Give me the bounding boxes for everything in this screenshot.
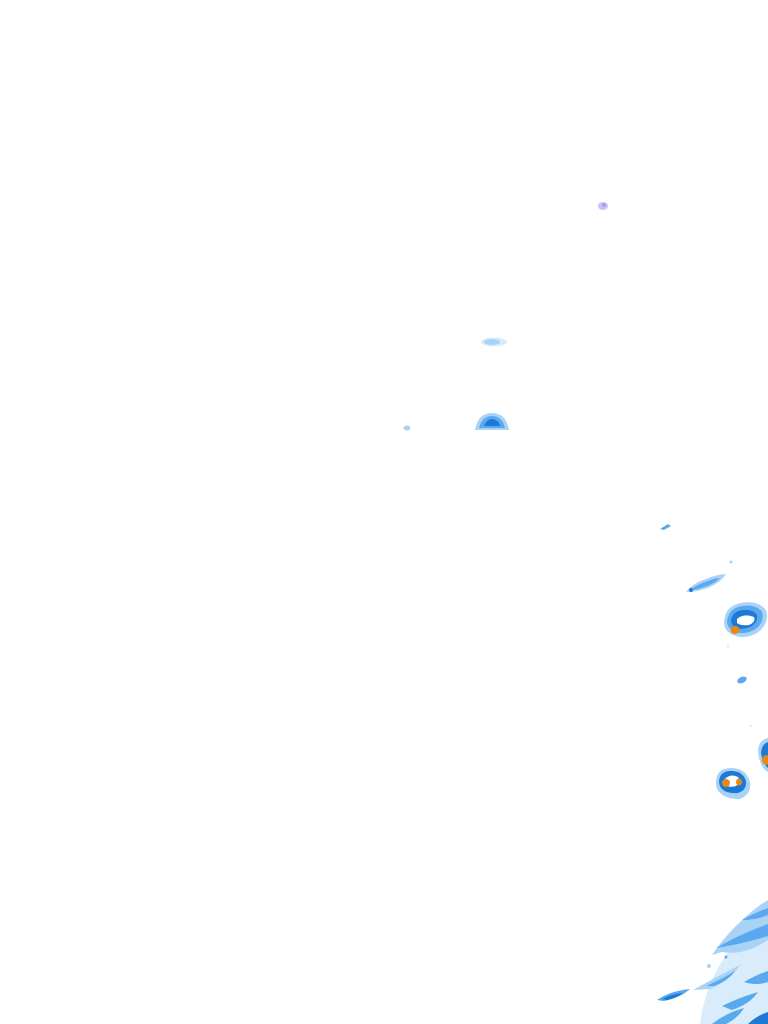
trace-cell-north	[598, 202, 608, 210]
light-cell-upper	[481, 337, 507, 347]
speck-cell-east	[660, 524, 671, 530]
storm-cell-east-2	[715, 768, 751, 800]
storm-cell-east-1	[724, 602, 767, 648]
storm-cell-edge	[758, 738, 768, 772]
band-cell-east	[686, 560, 733, 592]
rain-band-southeast	[657, 900, 768, 1024]
moderate-cell-center	[475, 413, 509, 430]
speck-cell-west	[403, 425, 411, 431]
speck-cell-east-2	[737, 676, 753, 728]
